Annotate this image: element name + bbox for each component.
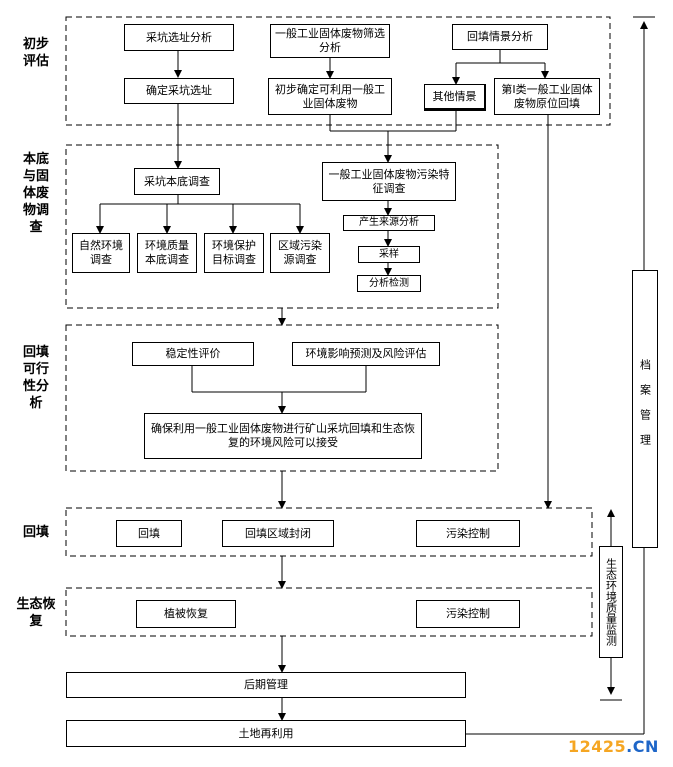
box-prelim-waste: 初步确定可利用一般工业固体废物: [268, 78, 392, 115]
watermark-suffix: .CN: [626, 737, 659, 756]
box-env-quality: 环境质量本底调查: [137, 233, 197, 273]
box-source-analysis: 产生来源分析: [343, 215, 435, 231]
stage-label-backfill: 回填: [22, 525, 49, 540]
box-regional-pollution: 区域污染源调查: [270, 233, 330, 273]
box-site-analysis: 采坑选址分析: [124, 24, 234, 51]
box-later-mgmt: 后期管理: [66, 672, 466, 698]
stage-label-survey: 本底与固体废物调查: [22, 152, 49, 235]
box-restoration-pollution-ctrl: 污染控制: [416, 600, 520, 628]
box-land-reuse: 土地再利用: [66, 720, 466, 747]
stage-label-restoration: 生态恢复: [16, 597, 56, 629]
box-archive-mgmt: 档案管理: [632, 270, 658, 548]
box-stability: 稳定性评价: [132, 342, 254, 366]
stage-label-feasibility: 回填可行性分析: [22, 345, 49, 411]
box-other-scenario: 其他情景: [424, 84, 486, 111]
frame-backfill: [65, 507, 593, 557]
box-seal: 回填区域封闭: [222, 520, 334, 547]
box-env-protect: 环境保护目标调查: [204, 233, 264, 273]
box-class1-backfill: 第I类一般工业固体废物原位回填: [494, 78, 600, 115]
box-sampling: 采样: [358, 246, 420, 263]
frame-prelim: [65, 16, 611, 126]
box-natural-env: 自然环境调查: [72, 233, 130, 273]
watermark-digits: 12425: [568, 737, 627, 756]
box-backfill-pollution-ctrl: 污染控制: [416, 520, 520, 547]
box-conclusion: 确保利用一般工业固体废物进行矿山采坑回填和生态恢复的环境风险可以接受: [144, 413, 422, 459]
box-waste-screen: 一般工业固体废物筛选分析: [270, 24, 390, 58]
box-vegetation: 植被恢复: [136, 600, 236, 628]
watermark: 12425.CN: [568, 737, 659, 756]
box-waste-pollution: 一般工业固体废物污染特征调查: [322, 162, 456, 201]
frame-restoration: [65, 587, 593, 637]
box-eco-monitor: 生态环境质量监测: [599, 546, 623, 658]
box-testing: 分析检测: [357, 275, 421, 292]
box-impact-risk: 环境影响预测及风险评估: [292, 342, 440, 366]
box-confirm-site: 确定采坑选址: [124, 78, 234, 104]
watermark-text: 12425.CN: [568, 737, 659, 756]
stage-label-prelim: 初步评估: [22, 37, 49, 69]
box-pit-baseline: 采坑本底调查: [134, 168, 220, 195]
box-scenario-analysis: 回填情景分析: [452, 24, 548, 50]
box-fill: 回填: [116, 520, 182, 547]
